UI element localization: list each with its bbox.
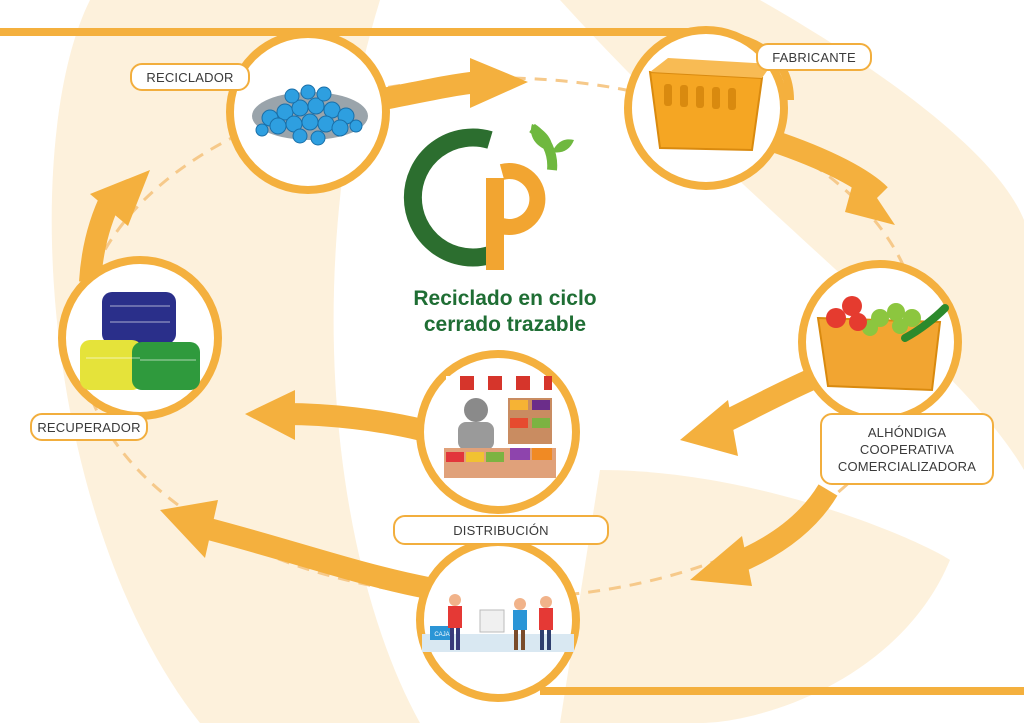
background-blob — [560, 470, 950, 723]
caja-sign-label: CAJA — [434, 632, 449, 638]
label-reciclador-text: RECICLADOR — [146, 69, 234, 85]
node-alhondiga — [798, 260, 962, 424]
pc-logo — [403, 123, 574, 270]
label-reciclador: RECICLADOR — [130, 63, 250, 91]
node-distribucion — [416, 350, 580, 514]
node-fabricante — [624, 26, 788, 190]
label-alhondiga-line-1: ALHÓNDIGA — [867, 424, 947, 440]
top-border-line — [0, 28, 720, 36]
label-fabricante: FABRICANTE — [756, 43, 872, 71]
title-line-2: cerrado trazable — [423, 313, 587, 336]
node-reciclador — [226, 30, 390, 194]
label-alhondiga-line-2: COOPERATIVA — [859, 441, 955, 457]
label-fabricante-text: FABRICANTE — [772, 49, 856, 65]
label-distribucion: DISTRIBUCIÓN — [393, 515, 609, 545]
node-consumidor: CAJA — [416, 538, 580, 702]
label-alhondiga-line-3: COMERCIALIZADORA — [837, 458, 977, 474]
node-recuperador — [58, 256, 222, 420]
caja-sign — [430, 626, 454, 640]
label-recuperador: RECUPERADOR — [30, 413, 148, 441]
arrow-heads — [90, 58, 895, 586]
bottom-border-line — [540, 687, 1024, 695]
diagram-title: Reciclado en ciclo cerrado trazable — [370, 286, 640, 338]
label-recuperador-text: RECUPERADOR — [37, 419, 141, 435]
label-alhondiga: ALHÓNDIGA COOPERATIVA COMERCIALIZADORA — [820, 413, 994, 485]
label-distribucion-text: DISTRIBUCIÓN — [453, 522, 549, 538]
title-line-1: Reciclado en ciclo — [413, 287, 597, 310]
